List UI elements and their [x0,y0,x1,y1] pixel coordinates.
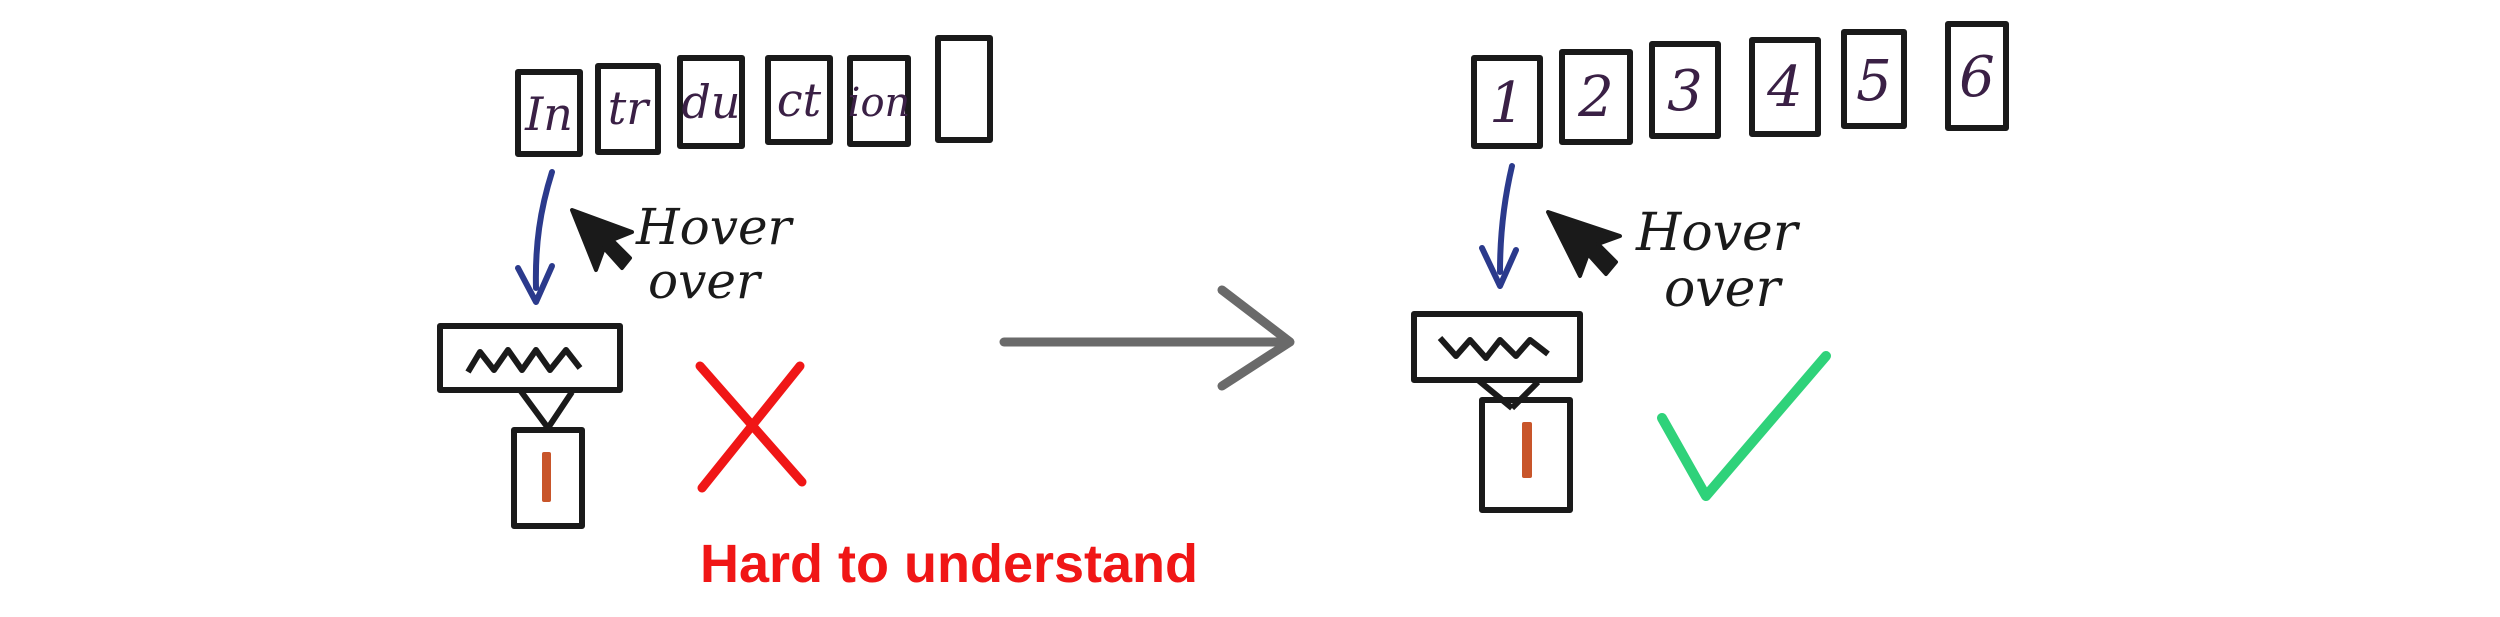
left-thumbnail [511,427,585,529]
left-bad-mark-icon [695,361,807,493]
right-hover-word-2: over [1664,259,1783,319]
right-tab-1 [1471,55,1543,149]
left-cursor-icon [570,208,634,272]
right-tab-4-label: 4 [1766,55,1803,120]
left-thumbnail-orange-bar [542,452,551,502]
left-tab-2 [595,63,661,155]
left-tab-1 [515,69,583,157]
right-hover-word-1: Hover [1635,203,1801,263]
right-tooltip-tail [1476,377,1541,411]
right-verdict: ✓ [1740,429,1741,431]
left-hover-word-1: Hover [635,198,795,256]
right-good-mark-icon [1657,351,1831,501]
right-tab-strip [1471,21,2009,149]
left-hover-word-2: over [648,252,763,310]
left-tab-6 [935,35,993,143]
right-tooltip [1411,311,1583,411]
right-tooltip-squiggle [1437,336,1550,361]
right-tab-6-label: 6 [1959,45,1995,110]
right-thumbnail [1479,397,1573,513]
left-tab-labels: In tr du ct ion [524,73,910,141]
right-cursor-icon [1546,210,1622,278]
right-hover-label: Hover over [1635,203,1801,319]
left-tab-5-label: ion [848,80,911,126]
transition-arrow-icon [999,285,1295,391]
left-tab-2-label: tr [608,81,651,135]
left-panel: In tr du ct ion Hover over ~ [437,35,1198,594]
left-tab-5 [847,55,911,147]
right-tab-labels: 1 2 3 4 5 6 [1489,45,1995,136]
right-tab-3 [1649,41,1721,139]
left-pointer-arrow [515,169,555,305]
left-hover-label: Hover over [635,198,795,310]
left-tab-3-label: du [681,75,740,129]
right-tab-3-label: 3 [1667,59,1703,124]
right-tab-1-label: 1 [1489,71,1525,136]
left-caption: Hard to understand [700,534,1198,594]
right-tab-5-label: 5 [1856,49,1892,114]
left-tab-strip [515,35,993,157]
right-tab-6 [1945,21,2009,131]
right-tab-4 [1749,37,1821,137]
left-tooltip-squiggle [465,347,583,374]
left-tooltip-text: ~ [530,367,531,369]
right-panel: 1 2 3 4 5 6 Hover over ~ [1411,21,2009,513]
right-tab-2-label: 2 [1577,65,1614,130]
left-tab-4-label: ct [777,73,822,127]
left-tab-4 [765,55,833,145]
right-tab-2 [1559,49,1633,145]
left-tab-1-label: In [524,87,573,141]
right-thumbnail-orange-bar [1522,422,1532,478]
left-tooltip [437,323,623,430]
left-tooltip-tail [517,388,575,430]
right-tab-5 [1841,29,1907,129]
left-tab-3 [677,55,745,149]
right-pointer-arrow [1479,163,1519,289]
